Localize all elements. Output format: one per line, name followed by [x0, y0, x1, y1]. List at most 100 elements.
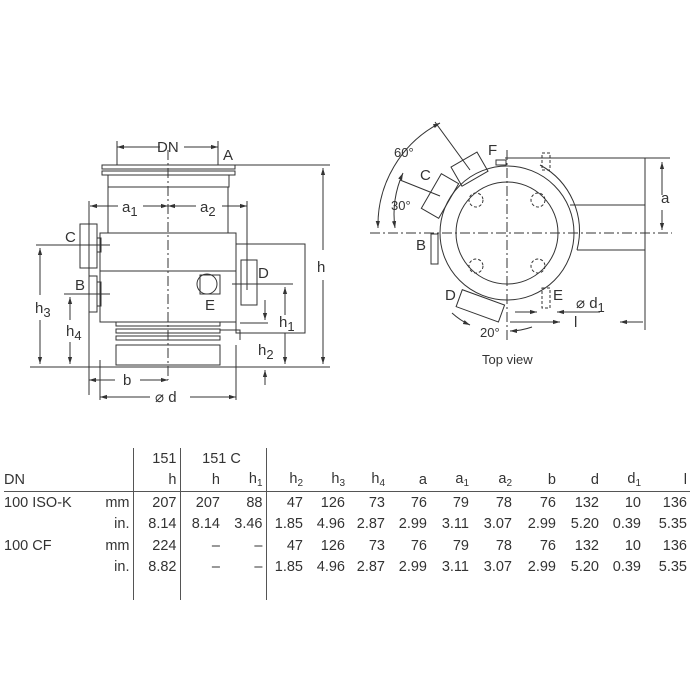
label-b-top: B [416, 237, 426, 254]
value-cell: 0.39 [612, 559, 641, 576]
label-d-dim: ⌀ d [155, 389, 177, 406]
value-cell: 136 [662, 494, 687, 511]
label-dn: DN [157, 139, 179, 156]
value-cell: 47 [265, 535, 306, 557]
port-b-top [430, 233, 439, 265]
value-cell: – [254, 537, 263, 554]
value-cell: 4.96 [316, 516, 345, 533]
value-cell: 5.35 [658, 559, 687, 576]
dn-cell: 100 CF [4, 537, 52, 554]
value-cell: 0.39 [612, 516, 641, 533]
top-view: 60° 30° 20° F C B D E a ⌀ d1 l Top view [370, 121, 672, 367]
value-cell: 76 [410, 494, 427, 511]
column-header: a [388, 469, 430, 492]
value-cell: 2.99 [398, 516, 427, 533]
label-e-top: E [553, 287, 563, 304]
port-f-top [450, 151, 489, 187]
dn-cell: 100 ISO-K [4, 494, 72, 511]
column-header: a1 [430, 469, 472, 492]
side-view: DN A C B D E h a1 a2 h3 h4 h1 h2 b ⌀ d [30, 139, 330, 406]
value-cell: 2.99 [527, 516, 556, 533]
group-header-151c: 151 C [179, 448, 266, 470]
label-a-top: a [661, 190, 670, 207]
value-cell: 8.82 [132, 556, 180, 578]
value-cell: 2.87 [356, 516, 385, 533]
value-cell: 5.35 [658, 516, 687, 533]
label-f: F [488, 142, 497, 159]
value-cell: 47 [265, 491, 306, 514]
value-cell: 5.20 [570, 559, 599, 576]
label-a2: a2 [200, 199, 216, 219]
column-header: DN [4, 469, 133, 492]
value-cell: 2.99 [527, 559, 556, 576]
value-cell: 2.99 [398, 559, 427, 576]
value-cell: 79 [452, 494, 469, 511]
unit-cell: mm [105, 494, 130, 511]
value-cell: 4.96 [316, 559, 345, 576]
dn-cell [4, 557, 100, 579]
value-cell: 224 [132, 535, 180, 557]
column-header: h3 [306, 469, 348, 492]
port-d [240, 259, 258, 306]
label-h2: h2 [258, 342, 274, 362]
technical-drawing: DN A C B D E h a1 a2 h3 h4 h1 h2 b ⌀ d [30, 121, 672, 406]
label-e: E [205, 297, 215, 314]
unit-cell: in. [114, 516, 130, 533]
label-h4: h4 [66, 323, 82, 343]
value-cell: 79 [452, 537, 469, 554]
label-20deg: 20° [480, 325, 500, 340]
label-h1: h1 [279, 314, 295, 334]
value-cell: 10 [624, 494, 641, 511]
dn-cell [4, 514, 100, 536]
column-header: h1 [223, 469, 266, 492]
value-cell: 88 [246, 494, 263, 511]
label-30deg: 30° [391, 198, 411, 213]
top-view-caption: Top view [482, 352, 533, 367]
value-cell: 207 [132, 491, 180, 514]
port-d-top [455, 289, 506, 323]
column-header: l [644, 469, 690, 492]
label-a1: a1 [122, 199, 138, 219]
label-b: B [75, 277, 85, 294]
value-cell: – [179, 535, 223, 557]
value-cell: 1.85 [265, 556, 306, 578]
value-cell: 8.14 [179, 513, 223, 535]
value-cell: – [179, 556, 223, 578]
value-cell: 76 [539, 494, 556, 511]
label-a: A [223, 147, 233, 164]
value-cell: 1.85 [265, 513, 306, 535]
column-header: d [559, 469, 602, 492]
value-cell: 132 [574, 537, 599, 554]
value-cell: 3.11 [441, 516, 469, 533]
unit-cell: in. [114, 559, 130, 576]
label-d1: ⌀ d1 [576, 295, 605, 315]
label-b-dim: b [123, 372, 131, 389]
column-header: b [515, 469, 559, 492]
value-cell: 73 [368, 494, 385, 511]
value-cell: 78 [495, 494, 512, 511]
value-cell: 136 [662, 537, 687, 554]
value-cell: 76 [410, 537, 427, 554]
value-cell: 73 [368, 537, 385, 554]
value-cell: 8.14 [132, 513, 180, 535]
label-h: h [317, 259, 325, 276]
value-cell: 3.46 [234, 516, 263, 533]
label-d-top: D [445, 287, 456, 304]
label-c: C [65, 229, 76, 246]
label-l: l [574, 314, 577, 331]
value-cell: 76 [539, 537, 556, 554]
column-header: d1 [602, 469, 644, 492]
value-cell: 126 [320, 494, 345, 511]
column-header: h [179, 469, 223, 492]
value-cell: 78 [495, 537, 512, 554]
value-cell: 126 [320, 537, 345, 554]
column-header: h4 [348, 469, 388, 492]
value-cell: 207 [179, 491, 223, 514]
